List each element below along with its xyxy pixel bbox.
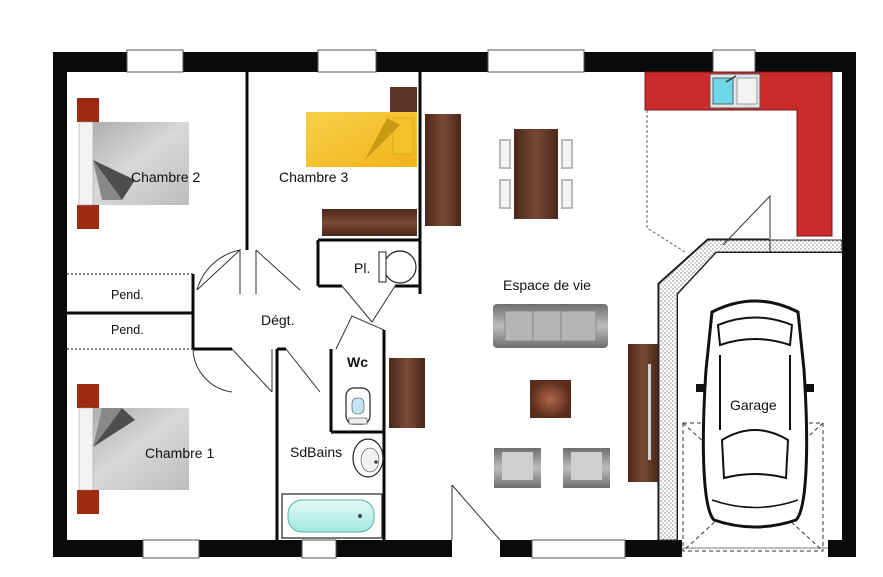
label-chambre1: Chambre 1	[145, 445, 214, 461]
label-chambre2: Chambre 2	[131, 169, 200, 185]
bathroom-fixtures	[281, 438, 384, 539]
label-espace-de-vie: Espace de vie	[503, 277, 591, 293]
label-sdbains: SdBains	[290, 444, 342, 460]
living-furniture	[389, 114, 658, 488]
outer-walls	[53, 49, 856, 559]
chambre3-bed	[306, 87, 417, 236]
wc-toilet	[345, 387, 371, 425]
chambre2-bed	[77, 98, 189, 229]
label-degagement: Dégt.	[261, 312, 294, 328]
label-placard: Pl.	[354, 260, 370, 276]
kitchen-counter	[644, 71, 833, 237]
door-swings	[192, 110, 771, 541]
label-pend-1: Pend.	[111, 288, 144, 302]
garage-car	[682, 299, 824, 552]
chambre1-bed	[77, 384, 189, 514]
label-pend-2: Pend.	[111, 323, 144, 337]
label-wc: Wc	[347, 354, 368, 370]
placard-fixture	[378, 250, 417, 284]
label-chambre3: Chambre 3	[279, 169, 348, 185]
label-garage: Garage	[730, 397, 777, 413]
